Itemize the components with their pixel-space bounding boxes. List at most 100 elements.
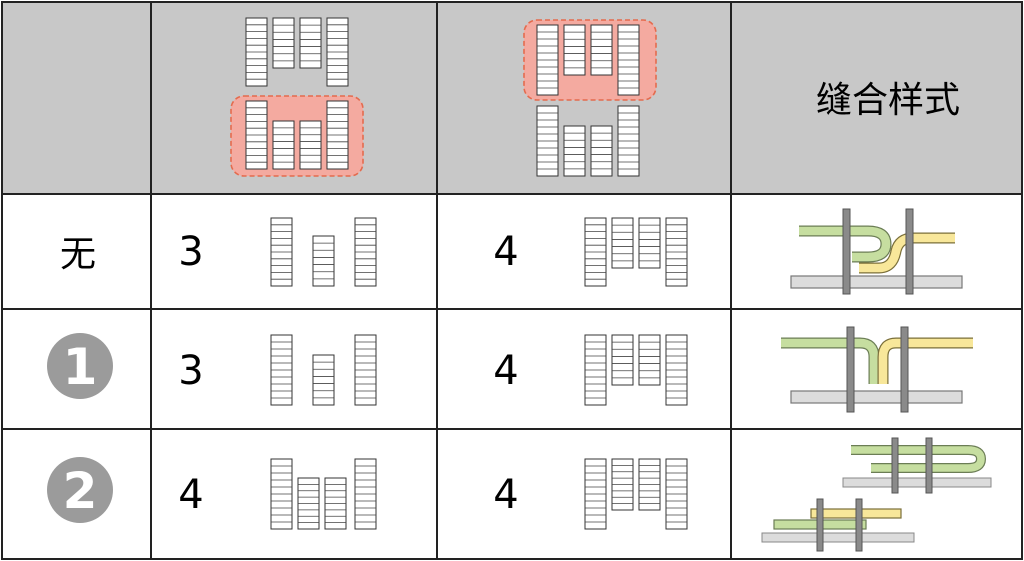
left-count: 4: [178, 472, 203, 518]
stitch-post: [900, 326, 909, 413]
stack-column: [584, 458, 607, 530]
stack-column: [611, 217, 634, 269]
stack-group-bottom: [245, 100, 349, 170]
stack-frame: [272, 120, 295, 170]
stitch-post: [905, 208, 914, 295]
stack-column: [270, 334, 293, 406]
stack-frame: [638, 217, 661, 269]
stack-column: [584, 334, 607, 406]
stack-frame: [611, 334, 634, 386]
stack-column: [272, 120, 295, 170]
green-strip-outline: [781, 337, 880, 384]
left-stacks: [270, 217, 377, 287]
stack-column: [536, 105, 559, 177]
stack-column: [326, 100, 349, 170]
stack-column: [312, 354, 335, 406]
stack-column: [617, 105, 640, 177]
stack-column: [297, 477, 320, 530]
stitch-post: [891, 437, 899, 494]
stack-column: [324, 477, 347, 530]
left-stacks: [270, 334, 377, 406]
header-row: 缝合样式: [2, 2, 1022, 194]
stitch-style-diagram: [761, 437, 992, 552]
header-right-diagram: [523, 19, 657, 177]
stack-column: [638, 334, 661, 386]
stack-column: [245, 17, 268, 87]
stack-column: [638, 458, 661, 511]
stack-column: [638, 217, 661, 269]
stitch-style-diagram: [790, 208, 963, 295]
stack-column: [270, 217, 293, 287]
left-stacks: [270, 458, 377, 530]
base-bar: [790, 275, 963, 289]
stack-frame: [312, 235, 335, 287]
stack-frame: [638, 334, 661, 386]
stack-column: [590, 125, 613, 177]
row-number-badge: [47, 457, 113, 523]
stack-column: [665, 217, 688, 287]
header-background: [2, 2, 1022, 194]
stack-column: [299, 17, 322, 69]
stack-frame: [299, 120, 322, 170]
base-bar: [790, 390, 963, 404]
row-label: 无: [60, 234, 96, 275]
stitch-post: [855, 498, 863, 552]
stack-group-bottom: [536, 105, 640, 177]
right-stacks: [584, 217, 688, 287]
stack-column: [590, 24, 613, 76]
right-count: 4: [493, 229, 518, 275]
stack-group-top: [536, 24, 640, 96]
stack-frame: [563, 125, 586, 177]
stack-frame: [590, 24, 613, 76]
stack-column: [536, 24, 559, 96]
stitch-post: [816, 498, 824, 552]
right-count: 4: [493, 348, 518, 394]
stack-column: [665, 334, 688, 406]
base-bar-upper: [842, 477, 992, 488]
header-left-diagram: [230, 17, 364, 177]
stack-column: [665, 458, 688, 530]
row-number: 2: [63, 462, 98, 520]
stack-frame: [611, 217, 634, 269]
stack-column: [563, 125, 586, 177]
right-stacks: [584, 334, 688, 406]
stack-column: [611, 458, 634, 511]
stack-column: [312, 235, 335, 287]
green-strip: [851, 446, 985, 472]
base-bar-lower: [761, 532, 915, 543]
row-two: 2 4 4: [47, 437, 992, 552]
right-count: 4: [493, 472, 518, 518]
left-count: 3: [178, 348, 203, 394]
stitch-post: [846, 326, 855, 413]
stack-column: [326, 17, 349, 87]
left-count: 3: [178, 229, 203, 275]
stack-frame: [563, 24, 586, 76]
stack-column: [354, 458, 377, 530]
yellow-strip-outline: [877, 337, 973, 384]
green-strip: [799, 226, 891, 262]
stack-column: [270, 458, 293, 530]
stack-column: [611, 334, 634, 386]
row-number-badge: [47, 333, 113, 399]
stack-frame: [299, 17, 322, 69]
stitch-post: [842, 208, 851, 295]
stack-frame: [312, 354, 335, 406]
yellow-strip: [878, 338, 973, 384]
stack-frame: [590, 125, 613, 177]
stack-column: [584, 217, 607, 287]
stack-column: [563, 24, 586, 76]
stack-column: [617, 24, 640, 96]
right-stacks: [584, 458, 688, 530]
green-strip: [781, 338, 879, 384]
stack-column: [245, 100, 268, 170]
style-column-header: 缝合样式: [816, 80, 960, 121]
stack-column: [354, 217, 377, 287]
stitch-style-diagram: [781, 326, 973, 413]
stitch-post: [925, 437, 933, 494]
row-number: 1: [63, 338, 98, 396]
row-one: 1 3 4: [47, 326, 973, 413]
